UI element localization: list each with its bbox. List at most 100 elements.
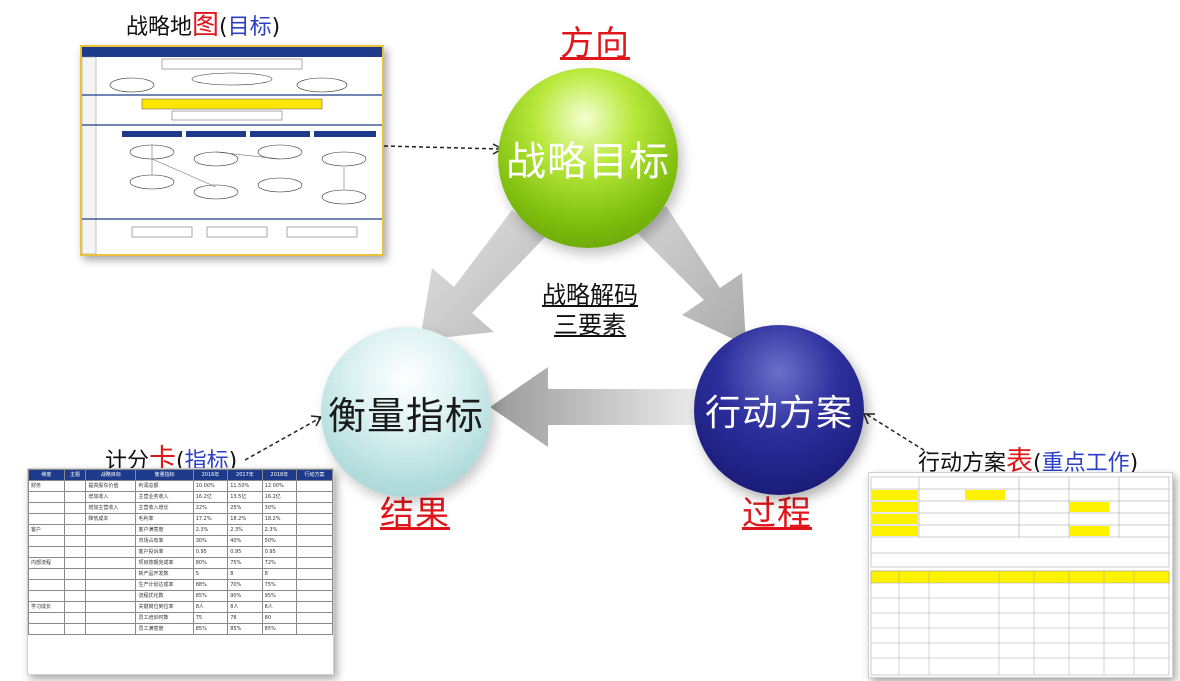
table-cell [63,579,87,591]
table-cell [85,535,137,547]
table-cell: 18.2% [227,513,263,525]
table-cell: 85% [192,590,229,602]
table-cell [63,535,87,547]
table-cell [85,557,137,569]
table-cell: 0.95 [227,546,263,558]
table-cell: 8 [227,568,263,580]
circle-metric-text: 衡量指标 [327,393,484,438]
table-cell [296,601,333,613]
table-cell: 25% [227,502,263,514]
column-header: 主题 [63,469,87,481]
table-cell: 10.00% [192,480,229,492]
table-cell: 80 [261,612,298,624]
table-cell [85,546,137,558]
table-cell [85,590,137,602]
table-cell: 17.2% [192,513,229,525]
table-cell: 40% [227,535,263,547]
table-cell [28,623,65,635]
table-cell [85,601,137,613]
column-header: 2017年 [227,469,263,481]
caption-paren: ( [219,15,228,40]
table-cell: 0.95 [261,546,298,558]
table-cell: 增加收入 [85,491,137,503]
table-cell [28,579,65,591]
table-cell [63,491,87,503]
table-cell: 5 [192,568,229,580]
column-header: 战略目标 [85,469,137,481]
table-cell: 关键岗位到位率 [135,601,194,613]
label-direction: 方向 [560,24,630,64]
table-cell: 客户满意度 [135,524,194,536]
table-cell: 75 [192,612,229,624]
table-cell: 16.2亿 [192,491,229,503]
table-cell [63,590,87,602]
table-cell: 学习成长 [28,601,65,613]
circle-metric: 衡量指标 [321,327,491,497]
caption-blue-text: 指标 [184,449,229,474]
caption-text: 战略地 [126,15,193,40]
table-cell: 8人 [192,601,229,613]
label-result: 结果 [380,494,450,534]
table-header-row: 维度 主题 战略目标 衡量指标 2016年 2017年 2018年 行动方案 [28,469,333,481]
column-header: 行动方案 [296,469,333,481]
table-cell [85,612,137,624]
center-line-2: 三要素 [554,311,626,339]
table-cell [296,568,333,580]
table-cell: 75% [227,557,263,569]
table-cell: 30% [192,535,229,547]
table-cell: 75% [261,579,298,591]
caption-paren: ) [271,15,281,40]
table-cell [296,535,333,547]
table-cell: 22% [192,502,229,514]
table-cell: 50% [261,535,298,547]
caption-blue-text: 重点工作 [1041,451,1130,476]
table-cell [296,524,333,536]
table-cell: 毛利率 [135,513,194,525]
table-cell: 85% [227,623,263,635]
table-cell: 员工满意度 [135,623,194,635]
table-cell [28,502,65,514]
table-cell [296,612,333,624]
table-cell: 72% [261,557,298,569]
caption-red-char: 图 [192,10,220,41]
table-cell [63,568,87,580]
table-cell: 利润总额 [135,480,194,492]
table-cell: 78 [227,612,263,624]
scorecard-table: 维度 主题 战略目标 衡量指标 2016年 2017年 2018年 行动方案 财… [28,469,333,635]
table-cell [28,491,65,503]
action-plan-table-thumbnail [868,472,1173,678]
center-label: 战略解码 三要素 [520,280,660,340]
strategy-map-graphic [82,47,382,254]
scorecard-thumbnail: 维度 主题 战略目标 衡量指标 2016年 2017年 2018年 行动方案 财… [27,468,334,675]
table-cell [28,612,65,624]
table-cell: 客户投诉率 [135,546,194,558]
table-cell: 2.3% [192,524,229,536]
table-cell [28,590,65,602]
caption-paren: ) [228,449,238,474]
table-cell [63,480,87,492]
table-cell: 85% [261,623,298,635]
column-header: 2018年 [261,469,298,481]
table-cell: 8人 [261,601,298,613]
dashed-arrow-map [383,145,501,150]
table-cell: 12.00% [261,480,298,492]
table-cell: 主营业务收入 [135,491,194,503]
table-cell: 30% [261,502,298,514]
label-process: 过程 [742,494,812,534]
circle-action-text: 行动方案 [704,393,853,434]
circle-goal-text: 战略目标 [506,139,670,185]
dashed-arrowhead-plan [862,413,875,425]
table-cell: 11.50% [227,480,263,492]
table-cell: 8人 [227,601,263,613]
table-cell: 员工培训时数 [135,612,194,624]
table-cell: 市场占有率 [135,535,194,547]
circle-action-plan: 行动方案 [694,325,864,495]
arrow-goal-to-action [632,206,746,345]
caption-text: 行动方案 [918,451,1007,476]
table-cell [63,623,87,635]
